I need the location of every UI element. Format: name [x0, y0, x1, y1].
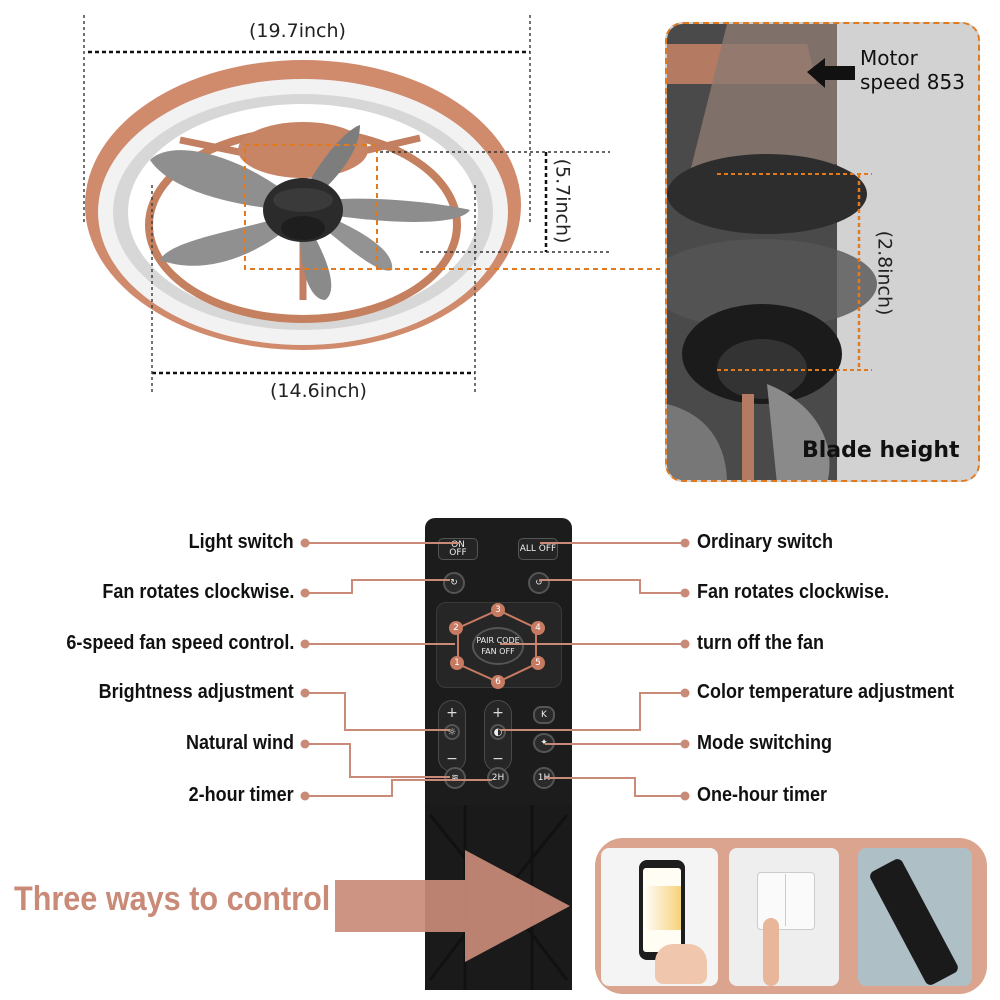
- callout-turn-off-fan: turn off the fan: [697, 632, 824, 654]
- phone-app-image: [601, 848, 718, 986]
- off-label: OFF: [449, 548, 467, 558]
- motor-detail-panel: Motor speed 853 (2.8inch) Blade height: [665, 22, 980, 482]
- callout-two-hour-timer: 2-hour timer: [188, 784, 294, 806]
- callout-fan-clockwise-right: Fan rotates clockwise.: [697, 581, 890, 603]
- mode-k-button[interactable]: K: [533, 706, 555, 724]
- speed-4[interactable]: 4: [531, 621, 545, 635]
- on-label: ON: [451, 540, 465, 550]
- speed-3[interactable]: 3: [491, 603, 505, 617]
- speed-2[interactable]: 2: [449, 621, 463, 635]
- remote-photo-image: [858, 848, 972, 986]
- callout-ordinary-switch: Ordinary switch: [697, 531, 834, 553]
- callout-fan-clockwise-left: Fan rotates clockwise.: [101, 581, 294, 603]
- motor-label-line2: speed 853: [860, 70, 965, 94]
- callout-brightness: Brightness adjustment: [98, 681, 294, 703]
- motor-closeup-image: [667, 24, 978, 480]
- speed-1[interactable]: 1: [450, 656, 464, 670]
- width-dimension-label: (19.7inch): [249, 20, 346, 42]
- pair-code-label: PAIR CODE: [476, 636, 520, 645]
- natural-wind-button[interactable]: ≋: [444, 767, 466, 789]
- fan-reverse-right-button[interactable]: ↺: [528, 572, 550, 594]
- callout-connectors: [300, 538, 690, 801]
- speed-5[interactable]: 5: [531, 656, 545, 670]
- callout-six-speed: 6-speed fan speed control.: [65, 632, 294, 654]
- callout-mode-switching: Mode switching: [697, 732, 832, 754]
- blade-gap-label: (2.8inch): [873, 230, 896, 316]
- height-dimension-label: (5.7inch): [551, 158, 574, 244]
- speed-6[interactable]: 6: [491, 675, 505, 689]
- wall-switch-image: [729, 848, 839, 986]
- banner-arrow: [335, 850, 570, 962]
- three-ways-banner: Three ways to control: [14, 880, 331, 918]
- brightness-icon: ☼: [444, 724, 460, 740]
- one-hour-timer-button[interactable]: 1H: [533, 767, 555, 789]
- fan-off-label: FAN OFF: [481, 647, 515, 656]
- callout-color-temp: Color temperature adjustment: [697, 681, 955, 703]
- blade-height-label: Blade height: [802, 438, 960, 463]
- fan-diagram: [83, 15, 660, 395]
- two-hour-timer-button[interactable]: 2H: [487, 767, 509, 789]
- fan-reverse-left-button[interactable]: ↻: [443, 572, 465, 594]
- callout-natural-wind: Natural wind: [185, 732, 294, 754]
- callout-one-hour-timer: One-hour timer: [697, 784, 828, 806]
- color-temp-icon: ◐: [490, 724, 506, 740]
- motor-label-line1: Motor: [860, 46, 918, 70]
- pair-code-fan-off-button[interactable]: PAIR CODE FAN OFF: [472, 627, 524, 665]
- inner-width-dimension-label: (14.6inch): [270, 380, 367, 402]
- callout-light-switch: Light switch: [188, 531, 294, 553]
